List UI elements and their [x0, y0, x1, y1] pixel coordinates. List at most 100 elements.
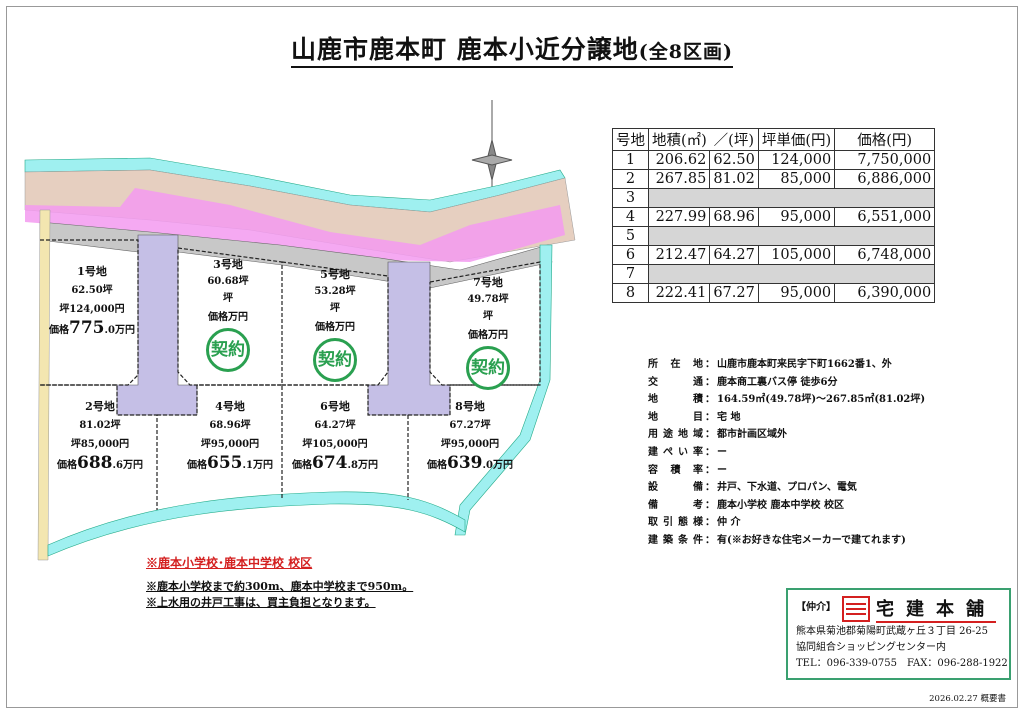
contracted-stamp: 契約 [313, 338, 357, 382]
lot-unit-price: 坪124,000円 [59, 304, 125, 315]
agent-phone: TEL：096-339-0755 FAX：096-288-1922 [796, 658, 1008, 669]
lot-name: 6号地 [320, 400, 350, 413]
lot-price-main: 655 [207, 453, 243, 473]
detail-colon: ： [705, 534, 715, 546]
detail-value: 鹿本小学校 鹿本中学校 校区 [717, 499, 844, 511]
detail-value: ー [717, 446, 727, 458]
lot-price-decimal: .8万円 [347, 460, 378, 471]
right-river-strip [454, 244, 553, 536]
page-frame [6, 6, 1018, 708]
contracted-stamp: 契約 [206, 328, 250, 372]
lot-price-decimal: .0万円 [104, 325, 135, 336]
property-details: 所在地：山鹿市鹿本町来民字下町1662番1、外交通：鹿本商工裏バス停 徒歩6分地… [648, 356, 925, 550]
detail-row: 取引態様：仲 介 [648, 514, 925, 532]
cell-unit-price: 124,000 [757, 150, 836, 170]
table-row: 7 [612, 264, 936, 284]
cell-price: 6,886,000 [834, 169, 936, 189]
lot-tsubo: 67.27坪 [449, 420, 491, 431]
lot-name: 4号地 [215, 400, 245, 413]
detail-colon: ： [705, 411, 715, 423]
detail-row: 交通：鹿本商工裏バス停 徒歩6分 [648, 374, 925, 392]
cell-lot-no: 2 [612, 169, 649, 189]
lot-price: 価格655.1万円 [187, 454, 273, 475]
detail-value: 仲 介 [717, 517, 741, 529]
lot-unit-price: 坪105,000円 [302, 439, 368, 450]
lot-tsubo: 49.78坪 [467, 294, 509, 305]
title-main: 山鹿市鹿本町 鹿本小近分譲地 [291, 35, 639, 64]
agent-name: 宅建本舗 [876, 595, 996, 623]
detail-colon: ： [705, 394, 715, 406]
lot-price-decimal: 万円 [488, 330, 508, 341]
lot-tsubo: 68.96坪 [209, 420, 251, 431]
school-district-note: ※鹿本小学校･鹿本中学校 校区 [146, 556, 313, 570]
detail-key: 地積 [648, 394, 703, 406]
detail-key: 用途地域 [648, 429, 703, 441]
cell-area-tsubo: 62.50 [709, 150, 759, 170]
lot-price-main: 674 [312, 453, 348, 473]
cell-area-tsubo: 67.27 [709, 283, 759, 303]
lot-unit-price: 坪 [223, 293, 233, 304]
lot-price: 価格688.6万円 [57, 454, 143, 475]
lot-label: 4号地 68.96坪 坪95,000円 価格655.1万円 [187, 397, 273, 475]
header-area-m2: 地積(㎡) [647, 128, 710, 151]
detail-row: 設備：井戸、下水道、プロパン、電気 [648, 479, 925, 497]
lot-price-decimal: 万円 [335, 322, 355, 333]
cell-price: 6,390,000 [834, 283, 936, 303]
detail-colon: ： [705, 429, 715, 441]
detail-key: 備考 [648, 499, 703, 511]
detail-key: 容積率 [648, 464, 703, 476]
lot-unit-price: 坪85,000円 [70, 439, 130, 450]
lot-tsubo: 53.28坪 [314, 286, 356, 297]
cell-area-tsubo: 64.27 [709, 245, 759, 265]
header-unit-price: 坪単価(円) [757, 128, 836, 151]
lot-boundaries [40, 239, 541, 510]
lot-price-decimal: .0万円 [482, 460, 513, 471]
table-row: 4 227.99 68.96 95,000 6,551,000 [612, 207, 936, 227]
cell-lot-no: 6 [612, 245, 649, 265]
lot-price-label: 価格 [427, 460, 448, 471]
cell-area-tsubo: 68.96 [709, 207, 759, 227]
lot-label: 3号地 60.68坪 坪 価格万円契約 [206, 256, 250, 372]
detail-key: 交通 [648, 376, 703, 388]
detail-value: 山鹿市鹿本町来民字下町1662番1、外 [717, 359, 892, 370]
cell-lot-no: 8 [612, 283, 649, 303]
lot-price: 価格639.0万円 [427, 454, 513, 475]
lot-price: 価格万円 [466, 325, 510, 344]
lot-price-decimal: 万円 [228, 312, 248, 323]
lot-price-label: 価格 [57, 460, 78, 471]
detail-colon: ： [705, 464, 715, 476]
lot-tsubo: 64.27坪 [314, 420, 356, 431]
detail-colon: ： [705, 482, 715, 494]
detail-value: 宅 地 [717, 411, 741, 423]
detail-colon: ： [705, 376, 715, 388]
lot-label: 8号地 67.27坪 坪95,000円 価格639.0万円 [427, 397, 513, 475]
lot-tsubo: 60.68坪 [207, 276, 249, 287]
detail-value: 164.59㎡(49.78坪)～267.85㎡(81.02坪) [717, 394, 926, 406]
lot-label: 5号地 53.28坪 坪 価格万円契約 [313, 266, 357, 382]
detail-key: 建ぺい率 [648, 446, 703, 458]
detail-value: 井戸、下水道、プロパン、電気 [717, 482, 857, 494]
detail-row: 地積：164.59㎡(49.78坪)～267.85㎡(81.02坪) [648, 391, 925, 409]
detail-key: 所在地 [648, 359, 703, 370]
table-row: 6 212.47 64.27 105,000 6,748,000 [612, 245, 936, 265]
distance-note: ※鹿本小学校まで約300m、鹿本中学校まで950m。 [146, 580, 414, 593]
cell-lot-no: 5 [612, 226, 649, 246]
lot-unit-price: 坪95,000円 [200, 439, 260, 450]
cell-area-m2: 267.85 [647, 169, 711, 189]
lot-price-main: 639 [447, 453, 483, 473]
lot-unit-price: 坪95,000円 [440, 439, 500, 450]
cell-area-m2: 206.62 [647, 150, 711, 170]
detail-key: 取引態様 [648, 517, 703, 529]
detail-colon: ： [705, 499, 715, 511]
agent-tag: 【仲介】 [796, 602, 836, 613]
lot-label: 7号地 49.78坪 坪 価格万円契約 [466, 274, 510, 390]
detail-value: 都市計画区域外 [717, 429, 787, 441]
header-price: 価格(円) [834, 128, 936, 151]
cell-price: 6,748,000 [834, 245, 936, 265]
lot-label: 6号地 64.27坪 坪105,000円 価格674.8万円 [292, 397, 378, 475]
cell-area-m2: 227.99 [647, 207, 711, 227]
north-arrow-icon [471, 100, 513, 195]
document-date: 2026.02.27 概要書 [929, 694, 1006, 704]
detail-key: 建築条件 [648, 534, 703, 546]
table-row: 1 206.62 62.50 124,000 7,750,000 [612, 150, 936, 170]
